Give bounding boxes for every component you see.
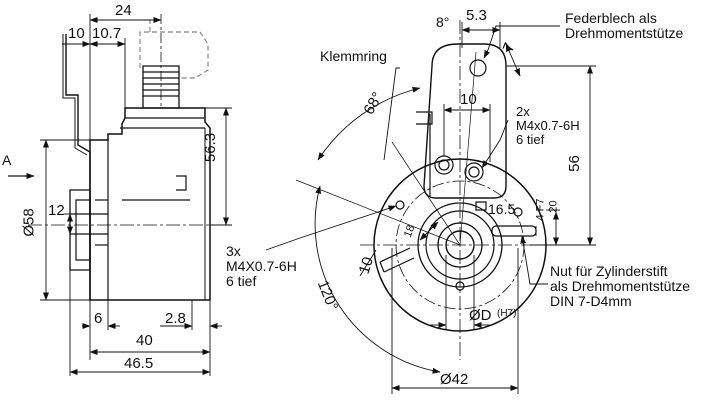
note-thread-2x-line-2: M4x0.7-6H bbox=[516, 118, 580, 133]
note-federblech-line-1: Federblech als bbox=[565, 10, 657, 26]
dim-diameter-58: Ø58 bbox=[20, 208, 38, 237]
side-view bbox=[28, 14, 215, 300]
threaded-hole bbox=[514, 208, 522, 216]
dim-angle-8: 8° bbox=[436, 14, 450, 30]
side-view-dimension-lines bbox=[40, 14, 232, 376]
dim-10-front: 10 bbox=[460, 91, 477, 108]
note-nut-line-3: DIN 7-D4mm bbox=[550, 293, 632, 309]
dim-6: 6 bbox=[94, 310, 103, 327]
note-nut-line-2: als Drehmomentstütze bbox=[550, 278, 691, 294]
note-federblech-line-2: Drehmomentstütze bbox=[565, 25, 684, 41]
dim-56: 56 bbox=[565, 155, 583, 172]
note-nut: Nut für Zylinderstift als Drehmomentstüt… bbox=[550, 264, 690, 308]
dim-5-3: 5.3 bbox=[466, 7, 487, 24]
threaded-hole bbox=[456, 282, 464, 290]
front-view-dimension-lines bbox=[315, 22, 596, 394]
note-federblech: Federblech als Drehmomentstütze bbox=[565, 11, 683, 40]
dim-diameter-d: ØD bbox=[469, 307, 492, 324]
dim-12: 12 bbox=[48, 202, 65, 219]
dim-2-8: 2.8 bbox=[165, 310, 186, 327]
dim-46-5: 46.5 bbox=[124, 355, 154, 372]
dim-10-7: 10.7 bbox=[92, 25, 122, 42]
threaded-hole bbox=[396, 201, 404, 209]
dim-diameter-42: Ø42 bbox=[440, 371, 469, 388]
dim-10: 10 bbox=[68, 25, 85, 42]
dim-20: 20 bbox=[547, 200, 560, 213]
front-view bbox=[296, 20, 560, 360]
view-label-a: A bbox=[2, 152, 12, 168]
dim-24: 24 bbox=[115, 2, 132, 19]
note-thread-3x: 3x M4X0.7-6H 6 tief bbox=[226, 244, 297, 288]
note-klemmring: Klemmring bbox=[320, 48, 387, 64]
note-thread-2x-line-3: 6 tief bbox=[516, 132, 545, 147]
note-thread-3x-line-3: 6 tief bbox=[226, 273, 257, 289]
note-thread-2x: 2x M4x0.7-6H 6 tief bbox=[516, 105, 580, 146]
dim-diameter-d-fit: (H7) bbox=[497, 308, 517, 319]
leader-lines bbox=[266, 26, 560, 284]
dim-16-5: 16.5 bbox=[488, 201, 516, 217]
note-nut-line-1: Nut für Zylinderstift bbox=[550, 263, 668, 279]
note-thread-3x-line-1: 3x bbox=[226, 243, 241, 259]
dim-56-3: 56.3 bbox=[202, 132, 220, 163]
dim-40: 40 bbox=[136, 332, 153, 349]
dim-4-f7: 4 F7 bbox=[534, 198, 547, 221]
note-thread-2x-line-1: 2x bbox=[516, 104, 530, 119]
note-thread-3x-line-2: M4X0.7-6H bbox=[226, 258, 297, 274]
